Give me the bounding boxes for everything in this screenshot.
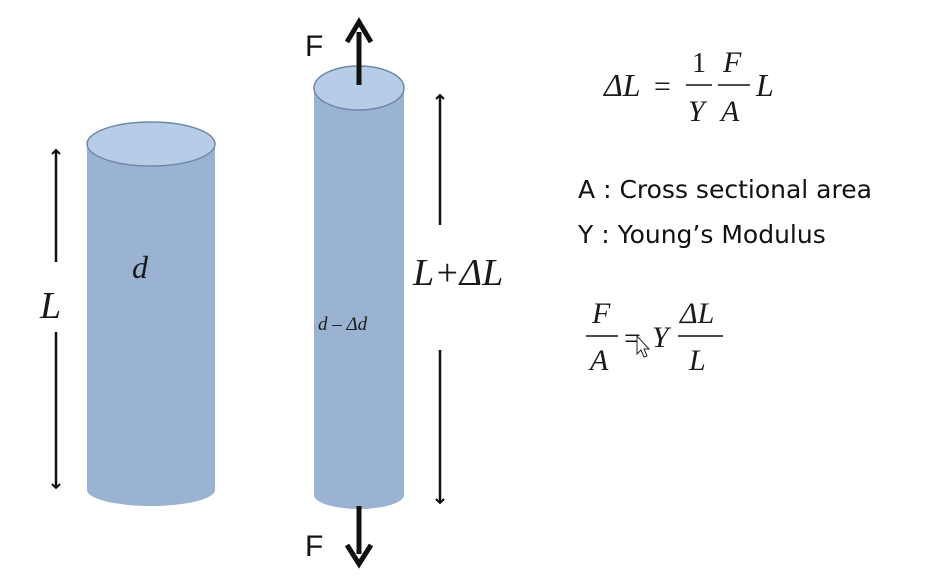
definition-youngs-symbol: Y: [578, 220, 594, 249]
definition-youngs-sep: :: [601, 220, 610, 249]
left-cylinder-body: [87, 144, 215, 506]
definition-youngs-modulus: Y : Young’s Modulus: [578, 220, 826, 249]
force-label-bottom: F: [305, 530, 323, 563]
definition-area: A : Cross sectional area: [578, 175, 872, 204]
eq1-frac2-num: F: [722, 46, 742, 79]
mouse-cursor-icon: [636, 334, 651, 358]
left-cylinder: [86, 121, 216, 506]
force-arrow-bottom: [344, 506, 374, 569]
force-label-top: F: [305, 30, 323, 63]
definition-area-symbol: A: [578, 175, 596, 204]
force-arrow-top: [344, 17, 374, 85]
definition-area-sep: :: [603, 175, 612, 204]
eq1-equals: =: [654, 70, 671, 103]
right-cylinder: [313, 65, 405, 509]
left-length-label: L: [39, 285, 61, 327]
eq2-frac1-num: F: [591, 297, 611, 330]
eq1-frac1-num: 1: [692, 48, 706, 79]
eq2-frac1-den: A: [588, 344, 609, 377]
eq1-frac2-den: A: [719, 95, 740, 128]
eq1-tail: L: [755, 67, 774, 103]
eq1-lhs: ΔL: [602, 67, 641, 103]
left-cylinder-top: [86, 121, 216, 167]
eq2-mult: Y: [652, 321, 672, 354]
left-diameter-label: d: [132, 249, 149, 285]
right-diameter-label: d – Δd: [318, 314, 368, 335]
stress-strain-equation: F A = Y ΔL L: [586, 297, 723, 377]
right-cylinder-body: [314, 88, 404, 509]
eq2-frac2-den: L: [688, 344, 706, 377]
eq2-frac2-num: ΔL: [679, 297, 714, 330]
definition-youngs-text: Young’s Modulus: [617, 220, 826, 249]
definition-area-text: Cross sectional area: [619, 175, 872, 204]
eq1-frac1-den: Y: [688, 95, 708, 128]
right-length-label: L+ΔL: [412, 252, 503, 294]
elongation-equation: ΔL = 1 Y F A L: [602, 46, 774, 128]
